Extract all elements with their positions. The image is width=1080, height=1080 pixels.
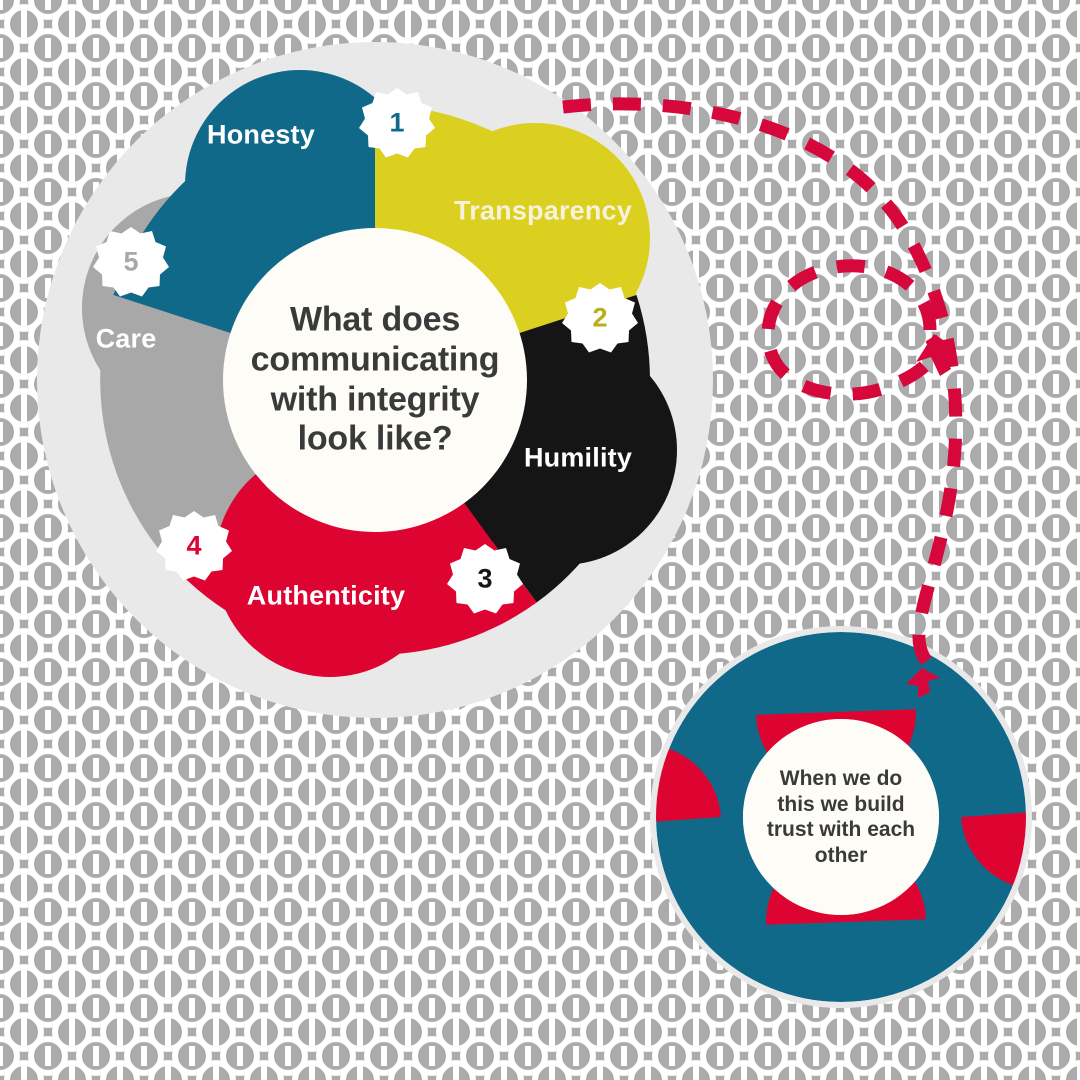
arrowhead-icon xyxy=(916,334,957,376)
arrow-tail-icon xyxy=(906,668,940,698)
life-ring-marker-right xyxy=(961,806,1080,890)
life-ring-marker-left xyxy=(565,744,721,828)
arrow-inner-loop xyxy=(761,259,941,401)
wheel-hub xyxy=(223,228,527,532)
arrow-outer-path xyxy=(562,97,963,670)
life-ring-hub xyxy=(743,719,939,915)
